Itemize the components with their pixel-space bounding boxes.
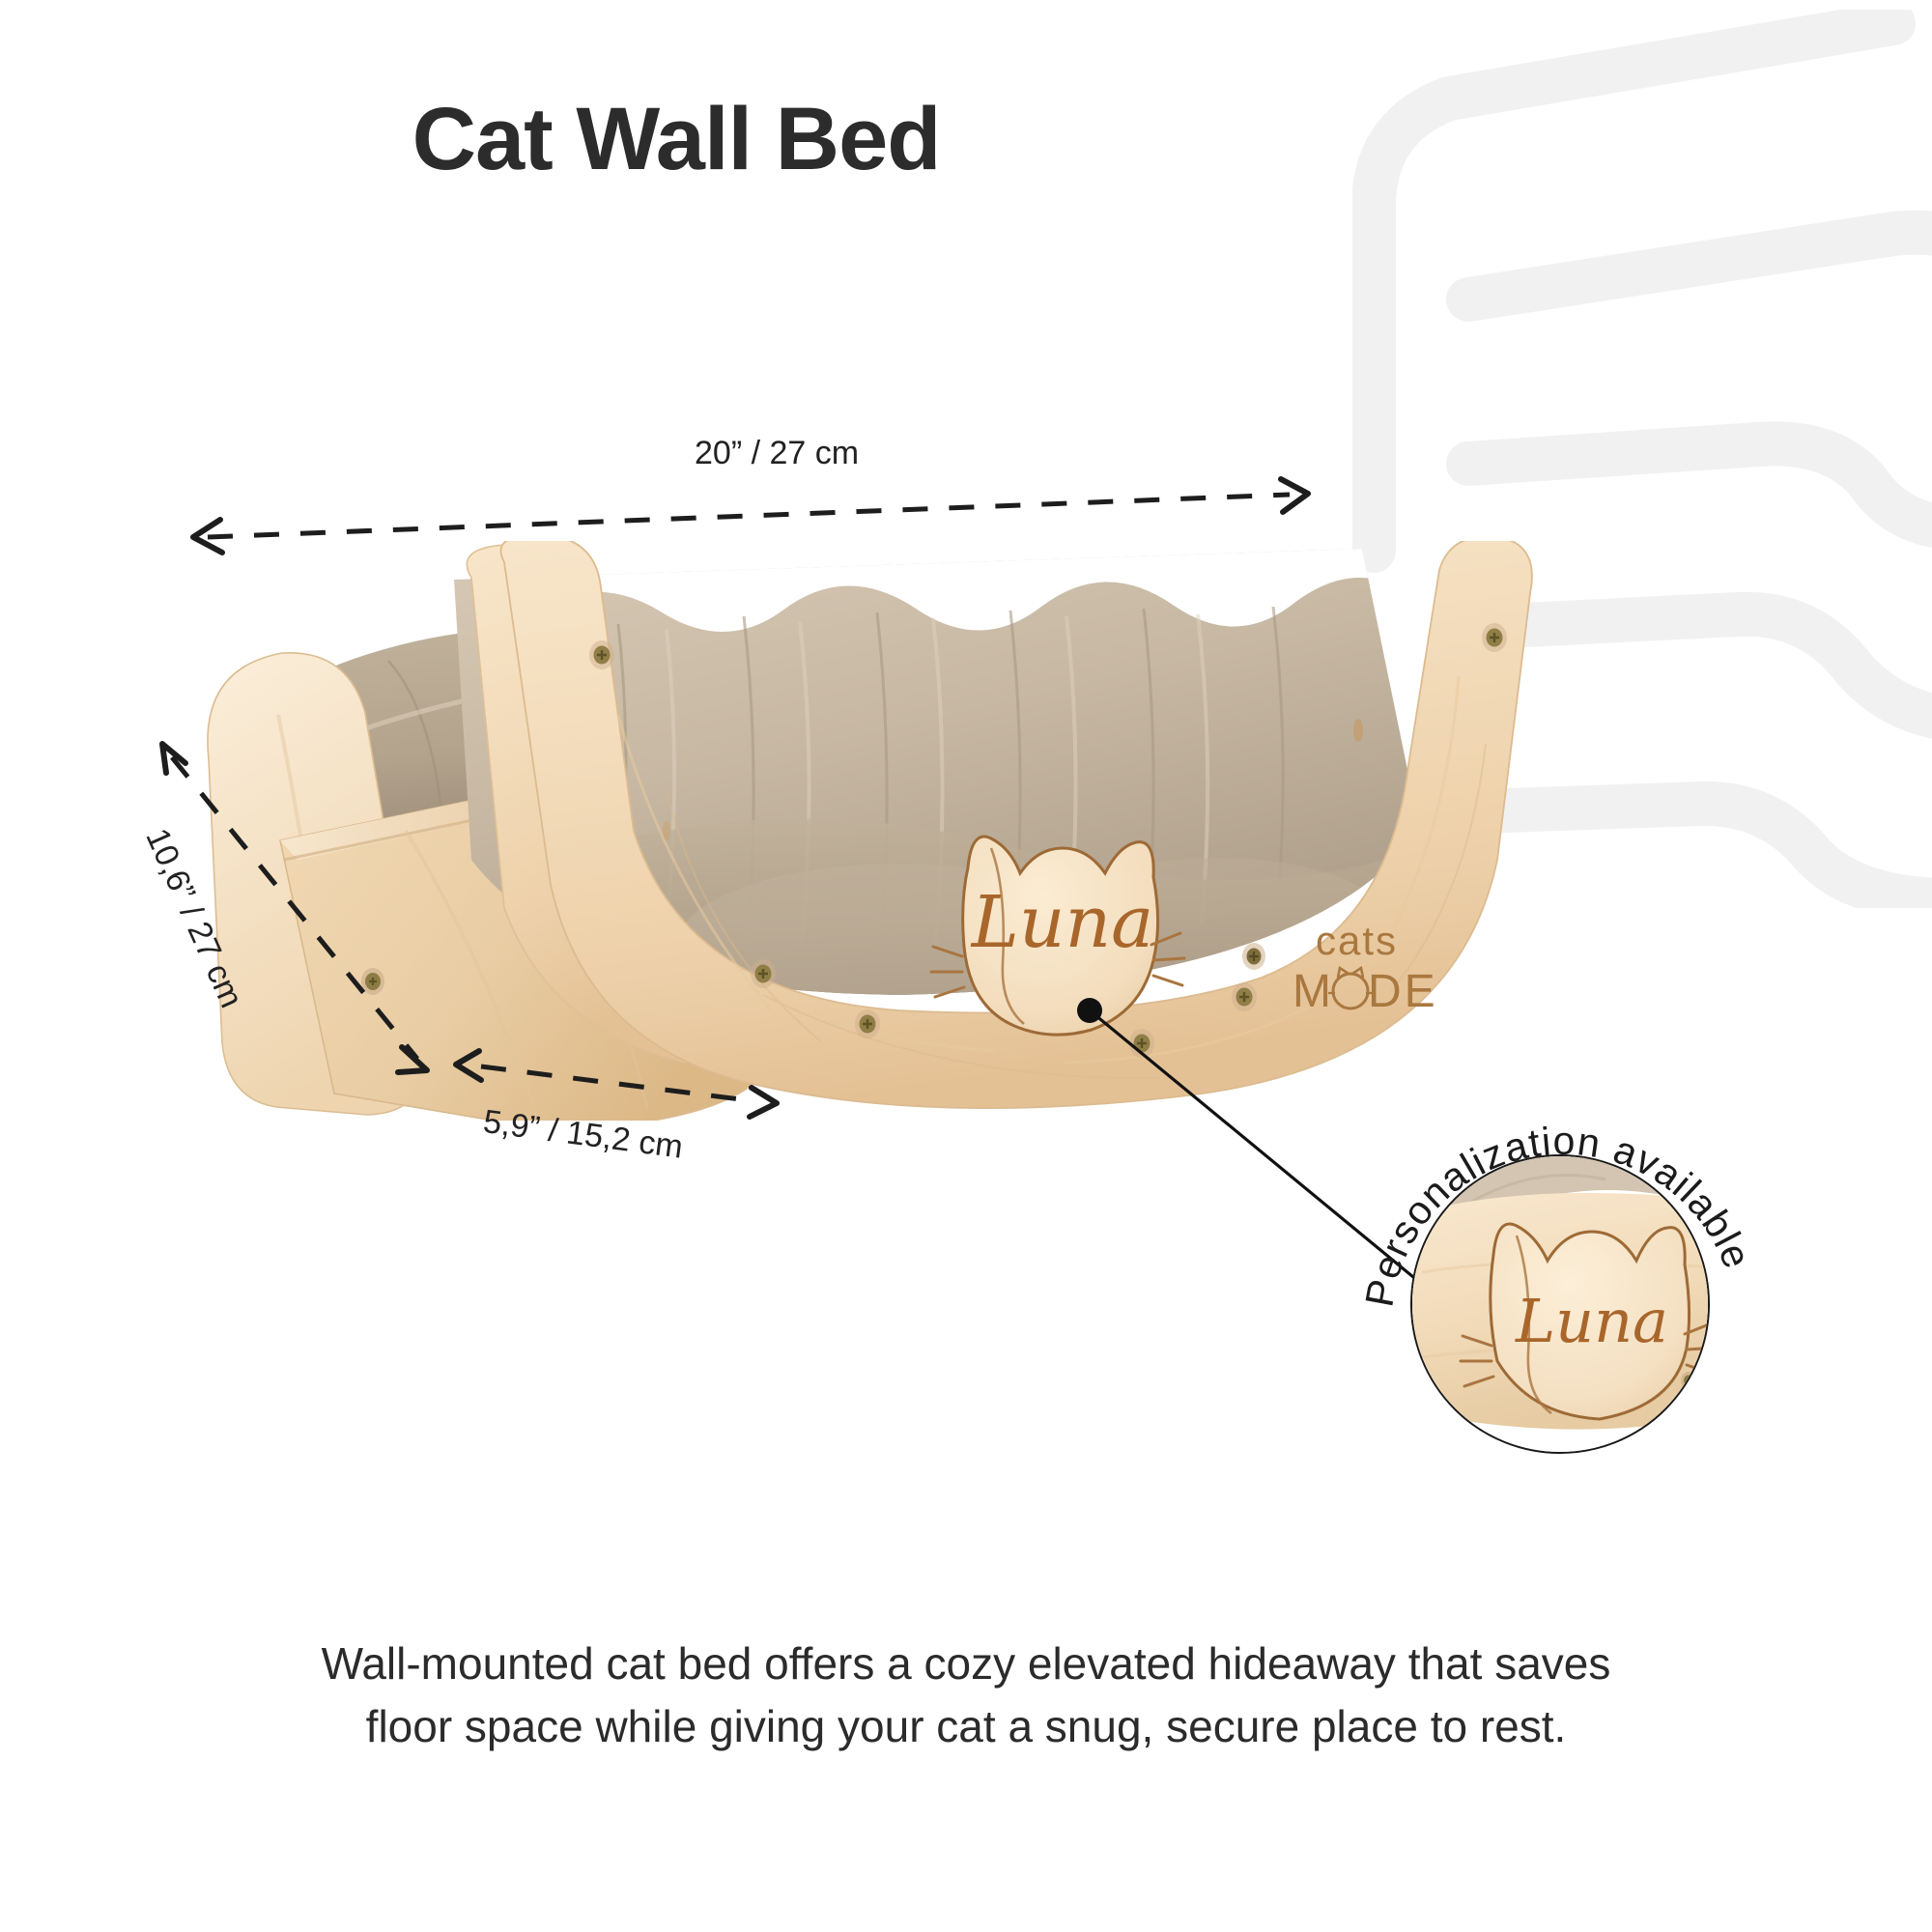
brand-logo-engraving: cats M DE (1242, 918, 1438, 1017)
cat-face-o-icon (1328, 965, 1373, 1010)
brand-name-line2: M (1293, 966, 1334, 1017)
dimension-label-width: 20” / 27 cm (695, 435, 860, 471)
screw (1232, 982, 1257, 1011)
screw (855, 1009, 880, 1038)
brand-name-line1: cats (1316, 918, 1398, 963)
engraved-name-text: Luna (970, 881, 1154, 964)
badge-curved-text-label: Personalization available (1357, 1119, 1760, 1310)
description-line-1: Wall-mounted cat bed offers a cozy eleva… (321, 1638, 1611, 1689)
badge-photo-circle: Luna (1410, 1154, 1710, 1454)
screw (751, 959, 776, 988)
screw (1129, 1029, 1154, 1058)
screw (1482, 623, 1507, 652)
personalized-name-tag: Luna (929, 835, 1186, 1037)
wood-front-panel: Luna cats M DE (499, 541, 1533, 1110)
screw (589, 640, 614, 669)
screw (361, 968, 384, 995)
badge-curved-text: Personalization available (1357, 1119, 1760, 1310)
page-title: Cat Wall Bed (412, 90, 942, 188)
product-description: Wall-mounted cat bed offers a cozy eleva… (213, 1633, 1719, 1759)
description-line-2: floor space while giving your cat a snug… (365, 1701, 1567, 1752)
screw (1242, 943, 1265, 970)
badge-inset-name: Luna (1515, 1286, 1668, 1356)
product-photo: Luna cats M DE (207, 541, 1533, 1121)
personalization-badge: Luna Personalization available (1357, 1101, 1763, 1507)
brand-name-line3: DE (1368, 966, 1438, 1017)
